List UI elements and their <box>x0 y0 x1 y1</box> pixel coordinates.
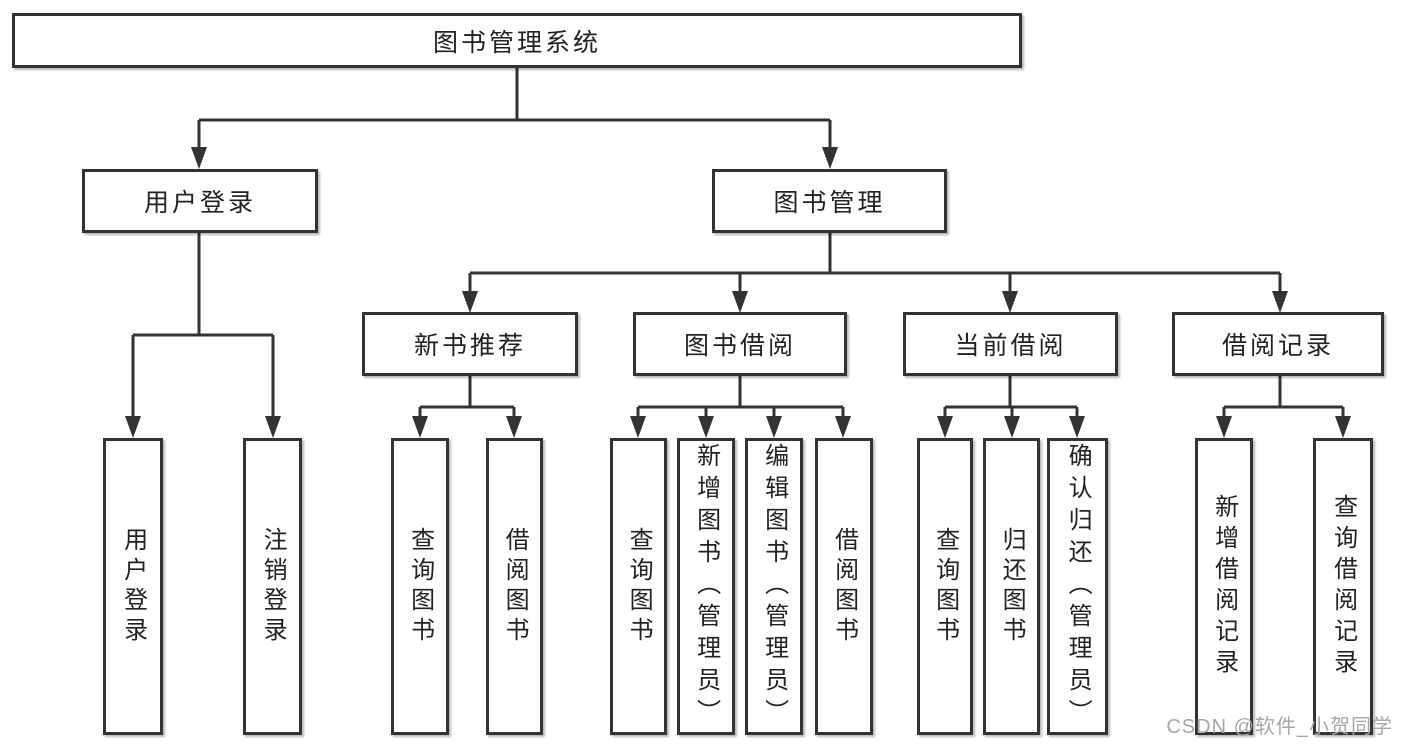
leaf-current-return-book-label: 归还图书 <box>998 526 1026 647</box>
node-root: 图书管理系统 <box>12 13 1022 68</box>
leaf-borrow-borrow-book: 借阅图书 <box>815 438 873 735</box>
leaf-current-confirm-return-label: 确认归还（管理员） <box>1064 442 1092 731</box>
leaf-user-login: 用户登录 <box>103 438 163 735</box>
leaf-current-confirm-return: 确认归还（管理员） <box>1047 438 1108 735</box>
leaf-current-return-book: 归还图书 <box>983 438 1040 735</box>
node-book-management: 图书管理 <box>712 169 947 233</box>
leaf-recommend-query-book-label: 查询图书 <box>406 526 434 647</box>
leaf-current-query-book-label: 查询图书 <box>931 526 959 647</box>
node-book-management-label: 图书管理 <box>773 189 886 217</box>
leaf-records-query-record: 查询借阅记录 <box>1313 438 1373 735</box>
node-user-login: 用户登录 <box>82 169 318 233</box>
watermark: CSDN @软件_小贺同学 <box>1166 716 1393 738</box>
node-new-book-recommend: 新书推荐 <box>362 312 578 376</box>
leaf-borrow-edit-book-label: 编辑图书（管理员） <box>760 442 788 731</box>
node-current-borrow-label: 当前借阅 <box>954 332 1067 360</box>
leaf-current-query-book: 查询图书 <box>917 438 973 735</box>
node-borrow-records: 借阅记录 <box>1172 312 1384 376</box>
leaf-borrow-add-book: 新增图书（管理员） <box>677 438 735 735</box>
node-book-borrow: 图书借阅 <box>633 312 847 376</box>
leaf-logout-label: 注销登录 <box>259 526 287 647</box>
leaf-records-add-record: 新增借阅记录 <box>1195 438 1253 735</box>
node-root-label: 图书管理系统 <box>432 28 601 57</box>
leaf-records-query-record-label: 查询借阅记录 <box>1329 493 1357 680</box>
leaf-borrow-query-book: 查询图书 <box>610 438 667 735</box>
leaf-records-add-record-label: 新增借阅记录 <box>1210 493 1238 680</box>
leaf-logout: 注销登录 <box>243 438 302 735</box>
leaf-borrow-edit-book: 编辑图书（管理员） <box>745 438 803 735</box>
leaf-recommend-borrow-book-label: 借阅图书 <box>501 526 529 647</box>
node-user-login-label: 用户登录 <box>143 189 256 217</box>
leaf-recommend-borrow-book: 借阅图书 <box>486 438 543 735</box>
leaf-borrow-add-book-label: 新增图书（管理员） <box>692 442 720 731</box>
leaf-borrow-borrow-book-label: 借阅图书 <box>830 526 858 647</box>
node-current-borrow: 当前借阅 <box>903 312 1118 376</box>
node-new-book-recommend-label: 新书推荐 <box>413 332 526 360</box>
leaf-recommend-query-book: 查询图书 <box>391 438 449 735</box>
node-borrow-records-label: 借阅记录 <box>1221 332 1334 360</box>
node-book-borrow-label: 图书借阅 <box>683 332 796 360</box>
leaf-borrow-query-book-label: 查询图书 <box>625 526 653 647</box>
leaf-user-login-label: 用户登录 <box>119 526 147 647</box>
